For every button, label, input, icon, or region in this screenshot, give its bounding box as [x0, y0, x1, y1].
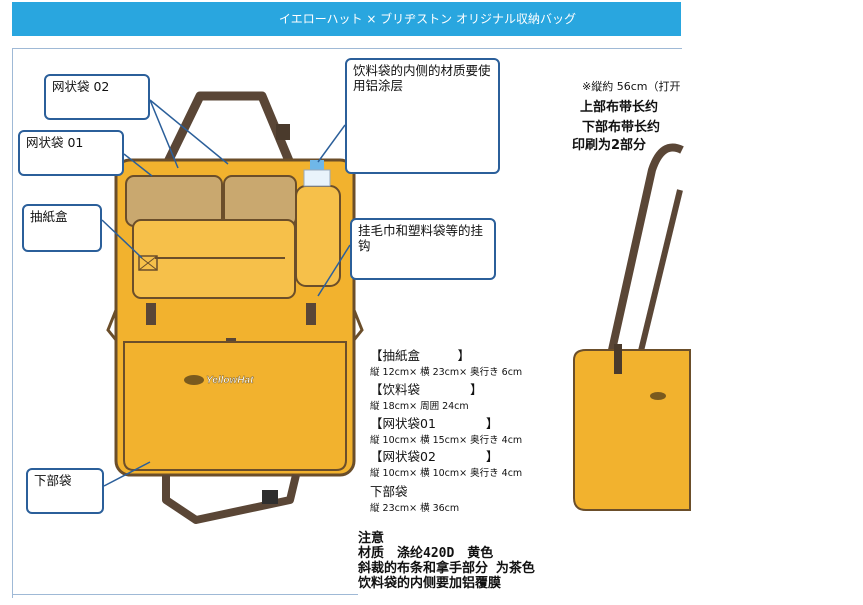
notes-heading: 注意 — [358, 531, 385, 546]
side-print: 印刷为2部分 — [572, 138, 647, 153]
callout-lower-label: 下部袋 — [34, 473, 72, 488]
spec-lower: 下部袋 縦 23cm× 横 36cm — [370, 485, 459, 515]
callout-hook-label: 挂毛巾和塑料袋等的挂钩 — [358, 223, 484, 253]
tissue-slot-icon — [138, 255, 158, 271]
callout-tissue: 抽紙盒 — [22, 204, 102, 252]
notes-inner: 饮料袋的内侧要加铝覆膜 — [358, 576, 502, 591]
spec-title: 【网状袋02 】 — [370, 449, 499, 464]
callout-lower-pocket: 下部袋 — [26, 468, 104, 514]
spec-size: 縦 18cm× 周囲 24cm — [370, 401, 469, 412]
spec-drink: 【饮料袋 】 縦 18cm× 周囲 24cm — [370, 383, 483, 413]
notes-material: 材质 涤纶420D 黄色 — [358, 546, 494, 561]
snap-tab-right — [306, 303, 316, 325]
callout-hook: 挂毛巾和塑料袋等的挂钩 — [350, 218, 496, 280]
logo-text: YellowHat — [206, 375, 254, 386]
frame-bottom-line — [12, 594, 358, 595]
bottom-strap — [162, 474, 300, 524]
notes-block: 注意 材质 涤纶420D 黄色 斜裁的布条和拿手部分 为茶色 饮料袋的内侧要加铝… — [358, 531, 535, 591]
notes-trim: 斜裁的布条和拿手部分 为茶色 — [358, 561, 535, 576]
snap-tab-left — [146, 303, 156, 325]
side-panel-clip: ※縦約 56cm（打开 上部布带长约 下部布带长约 印刷为2部分 — [560, 74, 682, 164]
spec-title: 【网状袋01 】 — [370, 416, 499, 431]
right-bag-body — [573, 349, 691, 511]
callout-mesh-02-label: 网状袋 02 — [52, 79, 110, 94]
right-bag-strap — [608, 143, 684, 351]
spec-mesh-02: 【网状袋02 】 縦 10cm× 横 10cm× 奥行き 4cm — [370, 450, 522, 480]
bottle-cap — [310, 160, 324, 172]
spec-size: 縦 10cm× 横 10cm× 奥行き 4cm — [370, 468, 523, 479]
spec-mesh-01: 【网状袋01 】 縦 10cm× 横 15cm× 奥行き 4cm — [370, 417, 522, 447]
right-bag-strap-2 — [637, 189, 683, 356]
spec-title: 下部袋 — [370, 484, 408, 499]
callout-mesh-02: 网状袋 02 — [44, 74, 150, 120]
callout-mesh-01-label: 网状袋 01 — [26, 135, 84, 150]
side-upper-strap: 上部布带长约 — [580, 100, 659, 115]
spec-size: 縦 12cm× 横 23cm× 奥行き 6cm — [370, 367, 523, 378]
bottom-buckle — [262, 490, 278, 504]
bottle-neck — [303, 169, 331, 187]
lower-pocket — [123, 341, 347, 471]
mesh-pocket-01 — [125, 175, 223, 227]
strap-buckle — [276, 124, 290, 140]
drawing-frame — [12, 48, 682, 598]
callout-mesh-01: 网状袋 01 — [18, 130, 124, 176]
side-size-note: ※縦約 56cm（打开 — [582, 80, 681, 93]
callout-drink-inner: 饮料袋的内侧的材质要使用铝涂层 — [345, 58, 500, 174]
spec-size: 縦 10cm× 横 15cm× 奥行き 4cm — [370, 435, 523, 446]
top-strap — [160, 91, 297, 170]
header-banner: イエローハット × ブリヂストン オリジナル収納バッグ — [12, 2, 681, 36]
logo-hat-icon — [184, 375, 204, 385]
callout-drink-inner-label: 饮料袋的内侧的材质要使用铝涂层 — [353, 63, 491, 93]
mesh-pocket-02 — [223, 175, 297, 227]
side-lower-strap: 下部布带长约 — [582, 120, 661, 135]
spec-title: 【饮料袋 】 — [370, 382, 483, 397]
spec-size: 縦 23cm× 横 36cm — [370, 503, 460, 514]
spec-title: 【抽紙盒 】 — [370, 348, 471, 363]
spec-tissue: 【抽紙盒 】 縦 12cm× 横 23cm× 奥行き 6cm — [370, 349, 522, 379]
callout-tissue-label: 抽紙盒 — [30, 209, 68, 224]
header-title: イエローハット × ブリヂストン オリジナル収納バッグ — [278, 12, 576, 26]
